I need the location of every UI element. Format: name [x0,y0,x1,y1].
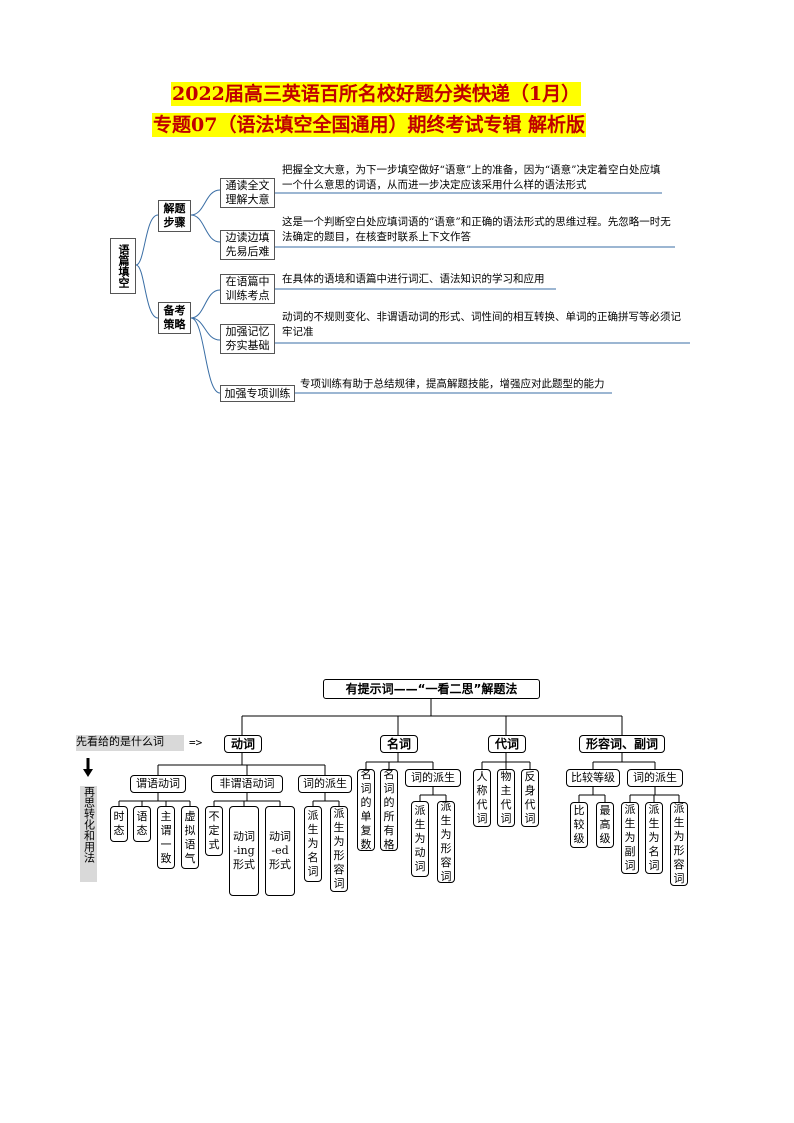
leaf: 派生为形容词 [437,800,455,883]
leaf: 派生为名词 [304,806,322,882]
side-second-label: 再思转化和用法 [80,786,97,882]
down-arrow-icon [83,758,93,777]
node-noun-derivation: 词的派生 [405,769,461,787]
side-arrow-text: => [189,736,203,749]
node-verb: 动词 [224,735,262,753]
node-adj-adv: 形容词、副词 [579,735,665,753]
title-line-2: 专题07（语法填空全国通用）期终考试专辑 解析版 [152,113,587,137]
leaf: 反身代词 [521,769,539,827]
leaf: 最高级 [596,802,614,848]
title-line-1: 2022届高三英语百所名校好题分类快递（1月） [171,82,582,106]
node-comparison: 比较等级 [566,769,620,787]
mindmap-node: 边读边填先易后难 [220,230,275,260]
leaf: 语态 [133,806,151,842]
leaf: 名词的单复数 [357,768,375,851]
mindmap-node: 通读全文理解大意 [220,178,275,208]
leaf: 人称代词 [473,769,491,827]
leaf: 派生为形容词 [330,806,348,892]
leaf: 物主代词 [497,769,515,827]
mindmap-branch-steps: 解题步骤 [158,200,191,232]
mindmap-note: 在具体的语境和语篇中进行词汇、语法知识的学习和应用 [282,273,545,285]
leaf: 派生为动词 [411,801,429,877]
node-nonfinite-verb: 非谓语动词 [211,775,283,793]
mindmap-note: 这是一个判断空白处应填词语的“语意”和正确的语法形式的思维过程。先忽略一时无法确… [282,216,671,243]
leaf: 派生为副词 [621,802,639,874]
leaf: 派生为形容词 [670,802,688,886]
leaf: 时态 [110,806,128,842]
node-adj-derivation: 词的派生 [627,769,683,787]
leaf: 动词 -ing 形式 [229,806,259,896]
mindmap-note: 专项训练有助于总结规律，提高解题技能，增强应对此题型的能力 [300,378,605,390]
mindmap-connectors [135,189,690,394]
leaf: 名词的所有格 [380,768,398,851]
mindmap-note: 把握全文大意，为下一步填空做好“语意”上的准备，因为“语意”决定着空白处应填一个… [282,164,661,191]
node-verb-derivation: 词的派生 [298,775,352,793]
mindmap-node: 加强记忆夯实基础 [220,324,275,354]
mindmap-branch-strategy: 备考策略 [158,302,191,334]
mindmap-node: 在语篇中训练考点 [220,274,275,304]
leaf: 派生为名词 [645,802,663,874]
leaf: 虚拟语气 [181,806,199,869]
leaf: 动词 -ed 形式 [265,806,295,896]
node-pronoun: 代词 [488,735,526,753]
node-noun: 名词 [380,735,418,753]
mindmap-root: 语篇填空 [110,238,136,294]
node-predicate-verb: 谓语动词 [130,775,186,793]
mindmap-node: 加强专项训练 [220,385,295,402]
leaf: 主谓一致 [157,806,175,869]
leaf: 比较级 [570,802,588,848]
mindmap-note: 动词的不规则变化、非谓语动词的形式、词性间的相互转换、单词的正确拼写等必须记牢记… [282,311,681,338]
side-first-label: 先看给的是什么词 [76,735,184,751]
leaf: 不定式 [205,806,223,856]
tree-header: 有提示词——“一看二思”解题法 [323,679,540,699]
